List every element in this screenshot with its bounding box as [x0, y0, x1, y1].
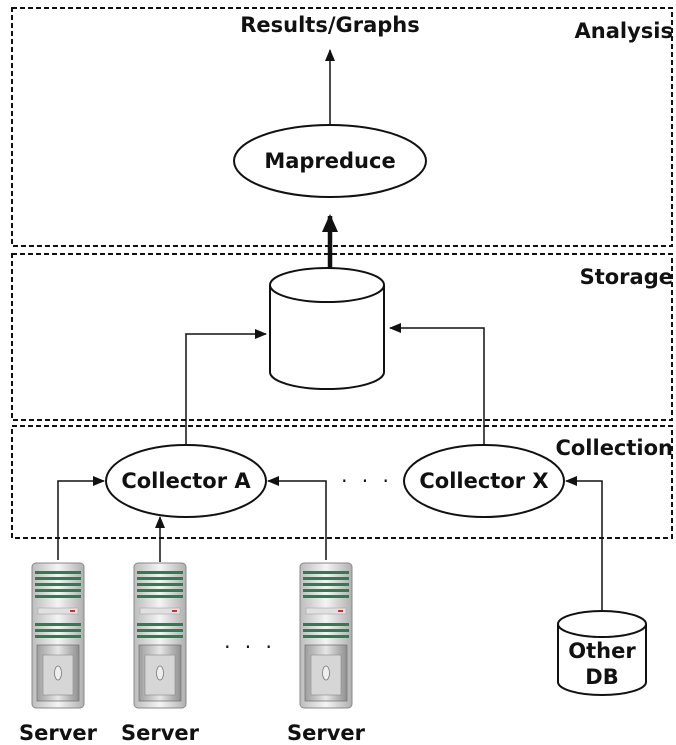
analysis-zone: [11, 7, 673, 247]
collector-ellipsis: · · ·: [341, 469, 393, 493]
other-db-to-collector-x-arrow: [565, 476, 603, 612]
mapreduce-node: Mapreduce: [233, 124, 427, 198]
storage-zone-label: Storage: [580, 265, 673, 289]
other-db-label-line2: DB: [585, 665, 618, 689]
collector-x-node: Collector X: [403, 444, 565, 518]
server-label: Server: [287, 721, 366, 745]
server-1-to-collector-a-arrow: [57, 476, 105, 560]
server-icon: [31, 562, 85, 709]
collector-a-node: Collector A: [105, 444, 267, 518]
collector-x-label: Collector X: [419, 469, 548, 493]
server-3-to-collector-a-arrow: [267, 476, 327, 560]
mapreduce-label: Mapreduce: [264, 149, 395, 173]
analysis-zone-label: Analysis: [575, 19, 673, 43]
collection-zone-label: Collection: [555, 436, 673, 460]
results-graphs-label: Results/Graphs: [240, 13, 420, 37]
server-label: Server: [19, 721, 98, 745]
server-label: Server: [121, 721, 200, 745]
collector-x-to-storage-arrow: [389, 323, 485, 446]
other-db-icon: Other DB: [557, 610, 647, 696]
server-icon: [299, 562, 353, 709]
collector-a-label: Collector A: [121, 469, 251, 493]
collection-zone: [11, 425, 673, 539]
server-icon: [133, 562, 187, 709]
server-ellipsis: · · ·: [224, 635, 276, 659]
collector-a-to-storage-arrow: [185, 329, 267, 446]
storage-zone: [11, 253, 673, 421]
other-db-label-line1: Other: [568, 639, 636, 663]
storage-database-icon: [269, 267, 385, 390]
